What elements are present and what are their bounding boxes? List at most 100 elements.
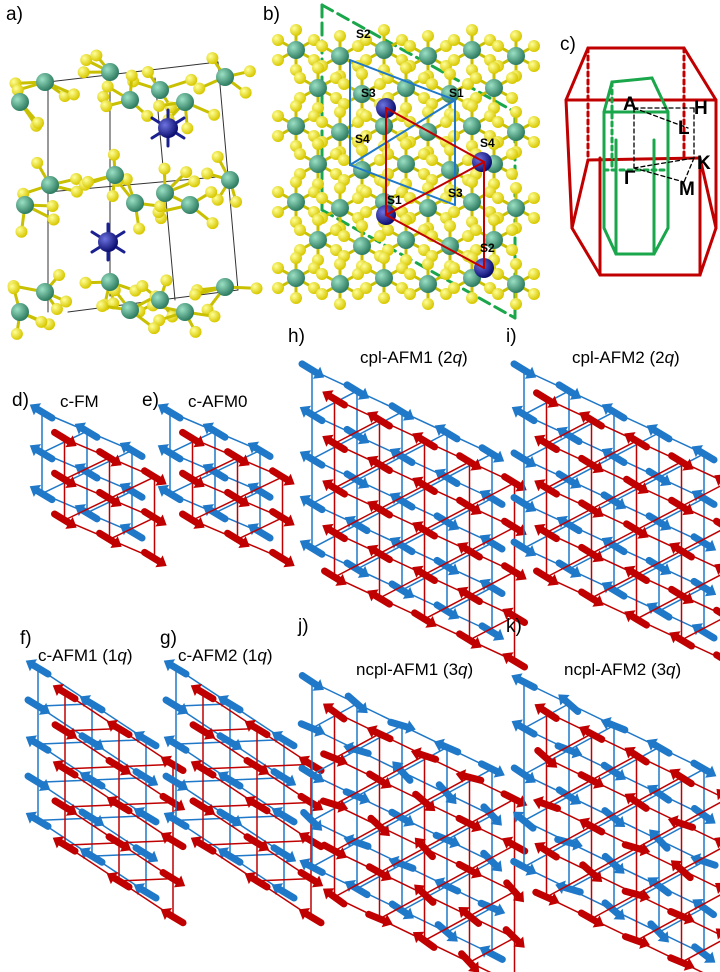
red-sublattice-bond xyxy=(202,765,258,770)
site-label-s4-right: S4 xyxy=(480,136,495,150)
blue-spin-arrow xyxy=(251,484,274,501)
sulfur-atom xyxy=(510,182,522,194)
red-spin-arrow-head xyxy=(52,836,65,849)
sulfur-atom xyxy=(356,220,368,232)
red-sublattice-bond xyxy=(680,801,720,825)
blue-spin-arrow-head xyxy=(659,563,672,576)
blue-spin-arrow-head xyxy=(614,768,626,781)
sulfur-atom xyxy=(272,34,284,46)
blue-spin-arrow-head xyxy=(434,468,447,481)
blue-spin-arrow-head xyxy=(705,765,717,778)
red-spin-arrow xyxy=(506,610,529,626)
sulfur-atom xyxy=(448,206,460,218)
red-spin-arrow-head xyxy=(639,842,651,857)
metal-atom xyxy=(11,303,29,321)
red-spin-arrow xyxy=(416,933,438,951)
red-spin-arrow xyxy=(713,606,720,617)
sulfur-atom xyxy=(316,268,328,280)
blue-spin-arrow-head xyxy=(447,563,460,576)
blue-spin-arrow xyxy=(651,879,672,897)
red-spin-arrow-head xyxy=(592,461,604,474)
blue-spin-arrow-head xyxy=(403,814,415,827)
site-label-s2-low: S2 xyxy=(480,241,495,255)
sulfur-atom xyxy=(444,144,456,156)
red-sublattice-bond xyxy=(378,573,426,599)
spin-configurations xyxy=(24,360,720,972)
red-spin-arrow xyxy=(503,879,522,900)
sulfur-atom xyxy=(466,176,478,188)
blue-spin-arrow-head xyxy=(29,484,42,497)
sulfur-atom xyxy=(206,52,219,65)
red-sublattice-bond xyxy=(64,765,120,770)
blue-spin-arrow xyxy=(695,447,718,464)
sulfur-atom xyxy=(338,230,350,242)
blue-spin-arrow-head xyxy=(163,735,176,748)
red-spin-arrow xyxy=(371,547,394,564)
red-spin-arrow xyxy=(411,609,433,626)
blue-spin-arrow-head xyxy=(447,518,460,531)
blue-spin-arrow xyxy=(24,696,47,713)
sulfur-atom xyxy=(272,262,284,274)
red-spin-arrow xyxy=(416,434,439,451)
blue-spin-arrow xyxy=(393,539,416,556)
blue-spin-arrow xyxy=(162,772,185,789)
blue-spin-arrow-head xyxy=(524,455,537,468)
sulfur-atom xyxy=(181,122,194,135)
blue-spin-arrow xyxy=(216,808,239,825)
red-spin-arrow-head xyxy=(534,523,546,536)
red-spin-arrow-head xyxy=(190,684,203,697)
blue-spin-arrow xyxy=(78,506,101,523)
red-spin-arrow-head xyxy=(238,536,250,549)
red-spin-arrow xyxy=(578,588,600,605)
blue-spin-arrow-head xyxy=(343,741,354,756)
red-spin-arrow-head xyxy=(547,395,559,408)
red-spin-arrow-head xyxy=(380,776,392,789)
blue-spin-arrow xyxy=(560,518,583,535)
red-spin-arrow xyxy=(248,722,271,739)
blue-spin-arrow xyxy=(303,408,326,425)
k-path-line xyxy=(633,107,689,129)
blue-spin-arrow xyxy=(695,625,718,642)
sulfur-atom xyxy=(189,288,202,301)
blue-spin-arrow xyxy=(438,741,462,756)
blue-spin-arrow xyxy=(344,692,365,711)
blue-spin-arrow xyxy=(605,720,629,734)
red-spin-arrow xyxy=(417,840,436,861)
blue-spin-arrow-head xyxy=(284,850,297,863)
blue-spin-arrow-head xyxy=(25,735,38,748)
sulfur-atom xyxy=(272,186,284,198)
sulfur-atom xyxy=(360,34,372,46)
blue-spin-arrow xyxy=(303,497,326,514)
red-spin-arrow xyxy=(628,795,650,812)
blue-spin-arrow-head xyxy=(524,544,537,557)
red-spin-arrow xyxy=(224,529,246,546)
sulfur-atom xyxy=(360,110,372,122)
metal-atom xyxy=(106,166,124,184)
blue-spin-arrow-head xyxy=(79,695,92,708)
red-spin-arrow xyxy=(194,762,217,779)
sulfur-atom xyxy=(35,315,48,328)
blue-spin-arrow-head xyxy=(247,523,260,536)
sulfur-atom xyxy=(360,186,372,198)
kpoint-label-L: L xyxy=(678,118,690,139)
blue-spin-arrow xyxy=(393,450,416,466)
sulfur-atom xyxy=(53,269,66,282)
red-spin-arrow-head xyxy=(579,411,591,424)
red-spin-arrow xyxy=(713,651,720,662)
red-spin-arrow-head xyxy=(203,727,216,740)
bz-outer-edge xyxy=(586,156,702,162)
blue-spin-arrow-head xyxy=(512,811,525,823)
top-view-panel xyxy=(272,3,540,320)
blue-spin-arrow xyxy=(394,764,414,784)
blue-spin-arrow-head xyxy=(146,850,159,863)
red-sublattice-bond xyxy=(333,552,381,578)
red-spin-arrow-head xyxy=(470,458,482,471)
red-spin-arrow xyxy=(456,452,478,469)
blue-spin-arrow xyxy=(348,882,371,899)
red-spin-arrow-head xyxy=(298,755,311,768)
red-sublattice-bond xyxy=(545,419,593,445)
red-sublattice-bond xyxy=(680,485,720,508)
config-title-j: ncpl-AFM1 (3q) xyxy=(356,660,474,679)
site-label-s3-top: S3 xyxy=(361,86,376,100)
blue-spin-arrow-head xyxy=(613,908,625,920)
